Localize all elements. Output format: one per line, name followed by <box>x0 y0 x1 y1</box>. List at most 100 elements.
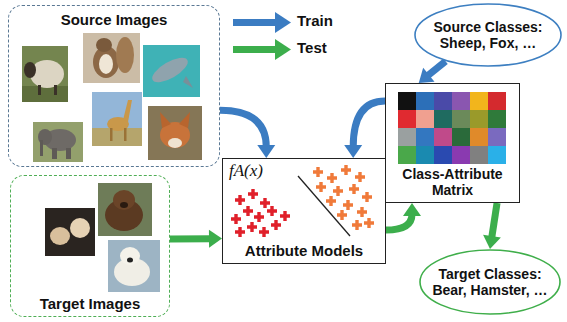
connector-line <box>492 203 497 238</box>
matrix-cell <box>416 92 434 110</box>
cross-mark <box>254 212 264 222</box>
connector-line <box>427 61 445 76</box>
bear-body <box>105 199 143 231</box>
connector <box>220 110 275 158</box>
squirrel-belly <box>99 54 113 74</box>
cross-mark <box>349 184 359 194</box>
bear-photo <box>98 183 152 236</box>
matrix-cell <box>398 128 416 146</box>
leg <box>52 148 57 159</box>
photo-bg <box>98 183 152 236</box>
node-title: Source Images <box>9 12 219 29</box>
cross-mark <box>355 172 365 182</box>
cross-mark <box>271 220 281 230</box>
legend-arrow <box>233 39 291 60</box>
legend-label: Train <box>297 13 333 30</box>
leg <box>66 148 71 159</box>
cross-mark <box>235 195 245 205</box>
bear-head <box>113 190 135 210</box>
matrix-cell <box>416 128 434 146</box>
photo-bg <box>22 46 68 102</box>
sheep-head <box>24 62 36 78</box>
matrix-cell <box>452 128 470 146</box>
matrix-cell <box>488 146 506 164</box>
connector <box>170 230 222 248</box>
matrix-cell <box>452 146 470 164</box>
matrix-cell <box>470 92 488 110</box>
cross-mark <box>333 186 343 196</box>
bear-nose <box>127 258 133 263</box>
cross-mark <box>316 182 326 192</box>
hamster-photo <box>45 208 95 256</box>
image-group: Target Images <box>10 175 170 317</box>
matrix-cell <box>416 146 434 164</box>
connector-line <box>170 235 211 242</box>
cross-mark <box>364 218 374 228</box>
photo-bg <box>45 208 95 256</box>
squirrel-head <box>96 38 112 52</box>
matrix-cell <box>488 110 506 128</box>
polar-bear-photo <box>108 240 160 292</box>
hamster <box>50 227 70 245</box>
matrix-cell <box>488 128 506 146</box>
leg <box>110 128 113 141</box>
arrow-head <box>209 230 222 248</box>
ellipse-shape <box>415 4 561 66</box>
matrix-cell <box>452 92 470 110</box>
cross-mark <box>243 206 253 216</box>
matrix-cell <box>398 92 416 110</box>
hamster <box>70 218 90 238</box>
arrow-head <box>483 235 501 249</box>
matrix-cell <box>470 146 488 164</box>
matrix-box: Class-Attribute Matrix <box>385 83 520 203</box>
grass <box>22 86 68 102</box>
orange-crosses <box>313 165 374 230</box>
cross-mark <box>313 167 323 177</box>
matrix-cell <box>470 110 488 128</box>
leg <box>124 128 127 141</box>
photo-bg <box>108 240 160 292</box>
arrow-shaft <box>233 46 277 53</box>
elephant-photo <box>33 122 83 162</box>
ellipse-shape <box>420 250 560 314</box>
matrix-cell <box>434 146 452 164</box>
matrix-cell <box>416 110 434 128</box>
node-label: Target Classes: Bear, Hamster, … <box>427 266 553 298</box>
connector-line <box>353 101 385 147</box>
connector <box>344 101 385 158</box>
photo-bg <box>92 92 142 146</box>
connector <box>483 203 501 249</box>
function-label: fA(x) <box>229 162 263 181</box>
node-label: Attribute Models <box>223 243 385 260</box>
cross-mark <box>352 220 362 230</box>
connector-line <box>220 110 266 147</box>
cross-mark <box>341 165 351 175</box>
legend-label: Test <box>297 40 327 57</box>
cross-mark <box>267 206 277 216</box>
arrow-shaft <box>233 19 277 26</box>
fox-muzzle <box>168 138 182 148</box>
arrow-head <box>403 203 421 216</box>
node-title: Class-Attribute Matrix <box>386 167 519 198</box>
matrix-cell <box>434 92 452 110</box>
photo-bg <box>143 45 200 97</box>
matrix-cell <box>452 110 470 128</box>
dolphin-tail <box>183 76 193 88</box>
arrow-head <box>275 39 291 60</box>
decision-boundary <box>298 176 350 236</box>
matrix-cell <box>488 92 506 110</box>
photo-bg <box>33 122 83 162</box>
leg <box>38 85 41 95</box>
bear-head <box>120 247 140 265</box>
class-ellipse: Target Classes: Bear, Hamster, … <box>419 249 561 315</box>
cross-mark <box>362 192 372 202</box>
red-crosses <box>231 189 290 237</box>
connector <box>386 203 421 230</box>
cross-mark <box>248 189 258 199</box>
cross-mark <box>280 211 290 221</box>
arrow-head <box>419 68 435 83</box>
fox-photo <box>148 106 202 160</box>
matrix-cell <box>398 146 416 164</box>
leg <box>54 85 57 95</box>
